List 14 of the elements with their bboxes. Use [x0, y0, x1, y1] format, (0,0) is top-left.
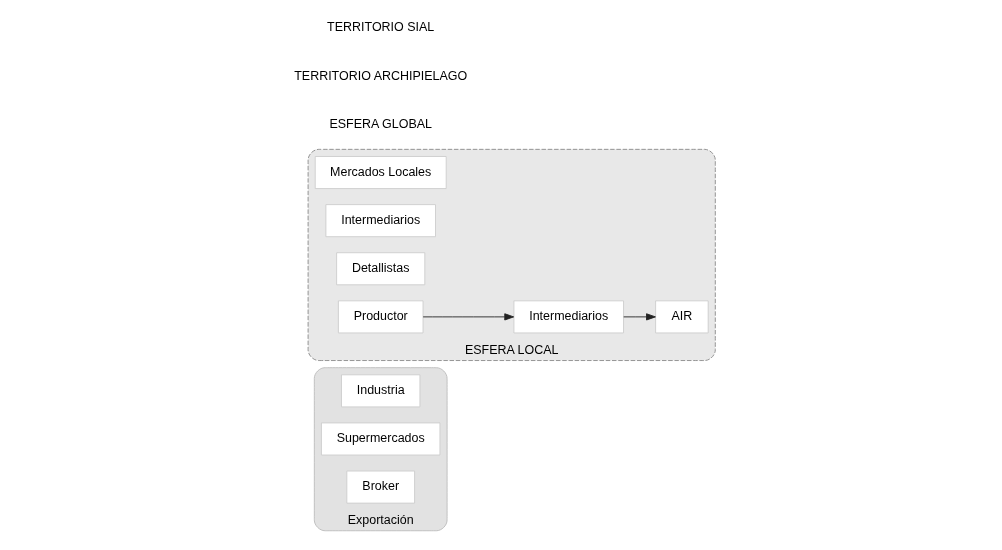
node-box: Productor — [337, 300, 424, 334]
label: TERRITORIO ARCHIPIELAGO — [294, 68, 468, 83]
label: TERRITORIO SIAL — [327, 20, 435, 35]
arrow — [422, 313, 515, 321]
node-box: Detallistas — [336, 252, 426, 286]
node-box: AIR — [655, 300, 709, 334]
arrow — [623, 313, 656, 321]
node-box: Intermediarios — [325, 204, 436, 238]
label: ESFERA GLOBAL — [329, 116, 432, 131]
node-box: Broker — [346, 470, 415, 504]
node-box: Supermercados — [321, 422, 441, 456]
node-box: Intermediarios — [513, 300, 624, 334]
node-box: Mercados Locales — [314, 156, 447, 189]
node-box: Industria — [341, 374, 421, 408]
